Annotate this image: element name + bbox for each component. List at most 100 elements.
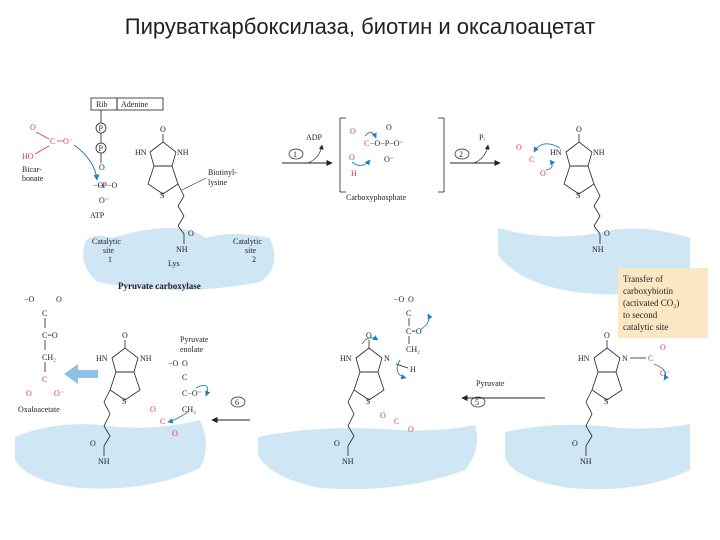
svg-text:HN: HN [340,354,352,363]
note-line-3: (activated CO₂) [623,298,679,308]
carboxyphosphate: O C O H −O−P−O⁻ O O⁻ Carboxyphosphate [339,117,445,202]
svg-text:O⁻: O⁻ [54,389,64,398]
svg-text:O: O [660,343,666,352]
svg-text:HN: HN [550,148,562,157]
site2-label-a: Catalytic [233,237,262,246]
biotinyl-label-1: Biotinyl- [208,168,237,177]
svg-text:O: O [516,143,522,152]
svg-text:O: O [576,125,582,134]
svg-text:C: C [529,155,534,164]
svg-text:C: C [364,139,369,148]
svg-text:H: H [410,365,416,374]
atp-label: ATP [90,211,105,220]
svg-text:O: O [380,411,386,420]
enzyme-bottom-middle [258,425,478,490]
svg-text:H: H [351,169,357,178]
svg-text:NH: NH [140,354,152,363]
note-line-5: catalytic site [623,322,668,332]
svg-text:−O: −O [168,359,179,368]
svg-text:HN: HN [96,354,108,363]
transfer-note: Transfer of carboxybiotin (activated CO₂… [618,268,708,338]
svg-text:C: C [182,373,187,382]
svg-text:O: O [408,425,414,434]
svg-text:NH: NH [98,457,110,466]
enzyme-bottom-right [505,424,690,490]
site1-label-a: Catalytic [92,237,121,246]
svg-text:C: C [42,309,47,318]
lys-label: Lys [168,259,180,268]
svg-text:O: O [150,405,156,414]
svg-text:O⁻: O⁻ [63,137,73,146]
svg-text:NH: NH [177,148,189,157]
svg-text:C: C [160,417,165,426]
svg-text:S: S [122,397,126,406]
svg-text:NH: NH [592,245,604,254]
svg-text:C: C [394,417,399,426]
svg-text:O: O [604,229,610,238]
enzyme-bottom-left [15,420,206,489]
svg-text:C−O⁻: C−O⁻ [182,389,202,398]
svg-text:C=O: C=O [42,331,58,340]
step5-label: 5 [475,398,479,407]
svg-text:O: O [386,123,392,132]
step1-label: 1 [293,150,297,159]
enzyme-label: Pyruvate carboxylase [118,281,201,291]
svg-text:S: S [160,191,164,200]
step-5: Pyruvate 5 [461,379,545,408]
pyruvate-label: Pyruvate [476,379,505,388]
svg-text:C: C [42,375,47,384]
svg-text:O: O [366,331,372,340]
bicarbonate-label-1: Bicar- [22,165,42,174]
svg-text:N: N [622,354,628,363]
svg-text:HN: HN [135,148,147,157]
svg-text:S: S [366,397,370,406]
svg-text:P: P [99,124,104,133]
svg-text:P: P [99,144,104,153]
svg-text:O: O [122,331,128,340]
svg-text:NH: NH [342,457,354,466]
svg-text:C: C [50,137,55,146]
enolate-label-1: Pyruvate [180,335,209,344]
svg-text:O: O [540,169,546,178]
svg-text:O: O [99,163,105,172]
svg-text:−O−P−O⁻: −O−P−O⁻ [370,139,404,148]
svg-text:O: O [334,439,340,448]
site2-label-b: site [245,246,257,255]
svg-text:O⁻: O⁻ [99,196,109,205]
carboxyphosphate-label: Carboxyphosphate [346,193,406,202]
step2-label: 2 [459,150,463,159]
svg-text:O: O [182,359,188,368]
adenine-label: Adenine [121,100,149,109]
svg-text:O: O [30,123,36,132]
site1-label-c: 1 [108,255,112,264]
svg-text:−P−O: −P−O [98,181,117,190]
step-1: 1 ADP [282,133,333,167]
svg-text:NH: NH [593,148,605,157]
svg-text:O⁻: O⁻ [660,369,670,378]
pi-label: Pᵢ [479,133,485,142]
note-line-2: carboxybiotin [623,286,673,296]
svg-text:O: O [56,295,62,304]
svg-text:−O: −O [93,181,104,190]
svg-text:O: O [26,389,32,398]
svg-text:NH: NH [580,457,592,466]
svg-text:HO: HO [22,152,34,161]
svg-text:NH: NH [176,245,188,254]
enolate-label-2: enolate [180,345,204,354]
atp-bicarbonate: Rib Adenine P P O −O−P−O O⁻ ATP O C O⁻ H… [22,97,164,220]
site1-label-b: site [103,246,115,255]
svg-text:O: O [408,295,414,304]
svg-text:C: C [648,354,653,363]
svg-text:O: O [572,439,578,448]
oxaloacetate-label: Oxaloacetate [18,405,60,414]
svg-text:HN: HN [578,354,590,363]
svg-text:−O: −O [24,295,35,304]
step-6: 6 [211,396,250,424]
svg-text:O: O [90,439,96,448]
